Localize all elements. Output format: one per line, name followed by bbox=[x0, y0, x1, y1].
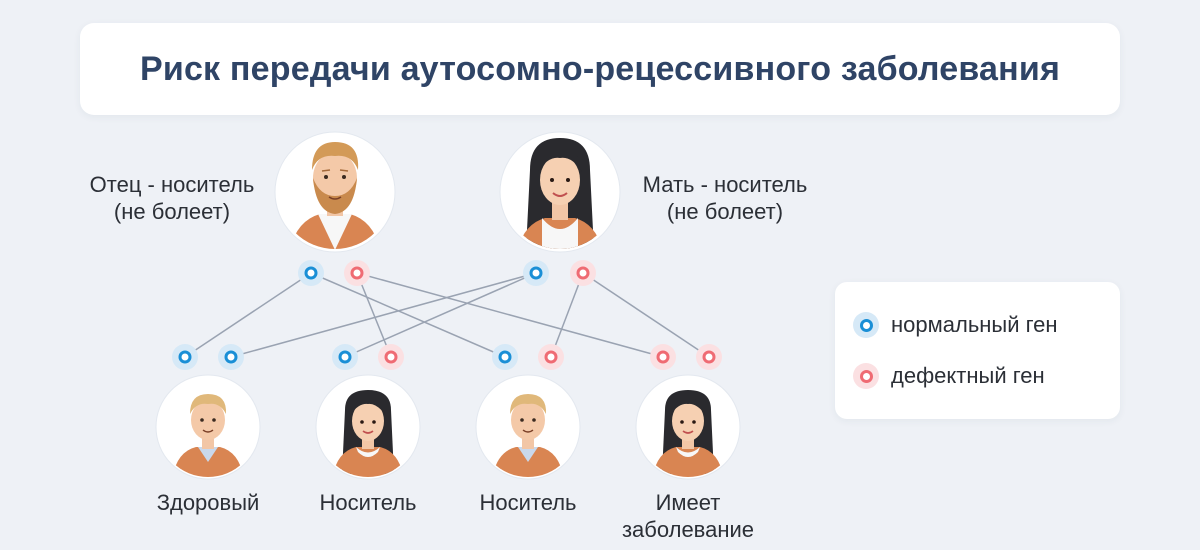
connector-lines bbox=[184, 272, 710, 358]
defective-gene-icon bbox=[853, 363, 879, 389]
child-2-genes bbox=[332, 344, 404, 370]
connector-line bbox=[550, 272, 584, 358]
legend: нормальный ген дефектный ген bbox=[835, 282, 1120, 419]
legend-label-normal: нормальный ген bbox=[891, 312, 1058, 337]
defective-gene-icon bbox=[538, 344, 564, 370]
legend-item-defective: дефектный ген bbox=[853, 363, 1045, 389]
child-label: Носитель bbox=[479, 490, 577, 515]
connector-line bbox=[230, 272, 537, 358]
girl-avatar-icon bbox=[315, 374, 421, 480]
connector-line bbox=[582, 272, 710, 358]
defective-gene-icon bbox=[650, 344, 676, 370]
normal-gene-icon bbox=[853, 312, 879, 338]
connector-line bbox=[184, 272, 312, 358]
defective-gene-icon bbox=[378, 344, 404, 370]
girl-avatar-icon bbox=[635, 374, 741, 480]
child-label-line1: Имеет bbox=[655, 490, 721, 515]
normal-gene-icon bbox=[492, 344, 518, 370]
legend-label-defective: дефектный ген bbox=[891, 363, 1045, 388]
connector-line bbox=[344, 272, 537, 358]
defective-gene-icon bbox=[344, 260, 370, 286]
normal-gene-icon bbox=[523, 260, 549, 286]
legend-item-normal: нормальный ген bbox=[853, 312, 1058, 338]
mother-avatar-icon bbox=[499, 131, 621, 253]
page-title: Риск передачи аутосомно-рецессивного заб… bbox=[139, 49, 1061, 88]
father-genes bbox=[298, 260, 370, 286]
boy-avatar-icon bbox=[475, 374, 581, 480]
mother-label-line2: (не болеет) bbox=[666, 199, 784, 224]
defective-gene-icon bbox=[570, 260, 596, 286]
mother-label: Мать - носитель (не болеет) bbox=[625, 171, 825, 225]
child-1-genes bbox=[172, 344, 244, 370]
connector-line bbox=[356, 272, 664, 358]
mother-genes bbox=[523, 260, 596, 286]
normal-gene-icon bbox=[332, 344, 358, 370]
connector-line bbox=[310, 272, 506, 358]
child-label: Имеет заболевание bbox=[598, 489, 778, 543]
child-label-line2: заболевание bbox=[621, 517, 755, 542]
child-label: Здоровый bbox=[156, 490, 260, 515]
boy-avatar-icon bbox=[155, 374, 261, 480]
mother-label-line1: Мать - носитель bbox=[642, 172, 808, 197]
child-3-genes bbox=[492, 344, 564, 370]
father-label: Отец - носитель (не болеет) bbox=[72, 171, 272, 225]
father-label-line1: Отец - носитель bbox=[89, 172, 255, 197]
father-label-line2: (не болеет) bbox=[113, 199, 231, 224]
defective-gene-icon bbox=[696, 344, 722, 370]
child-4-genes bbox=[650, 344, 722, 370]
child-label: Носитель bbox=[319, 490, 417, 515]
normal-gene-icon bbox=[218, 344, 244, 370]
normal-gene-icon bbox=[172, 344, 198, 370]
father-avatar-icon bbox=[274, 131, 396, 253]
connector-line bbox=[356, 272, 392, 358]
title-card: Риск передачи аутосомно-рецессивного заб… bbox=[80, 23, 1120, 115]
normal-gene-icon bbox=[298, 260, 324, 286]
